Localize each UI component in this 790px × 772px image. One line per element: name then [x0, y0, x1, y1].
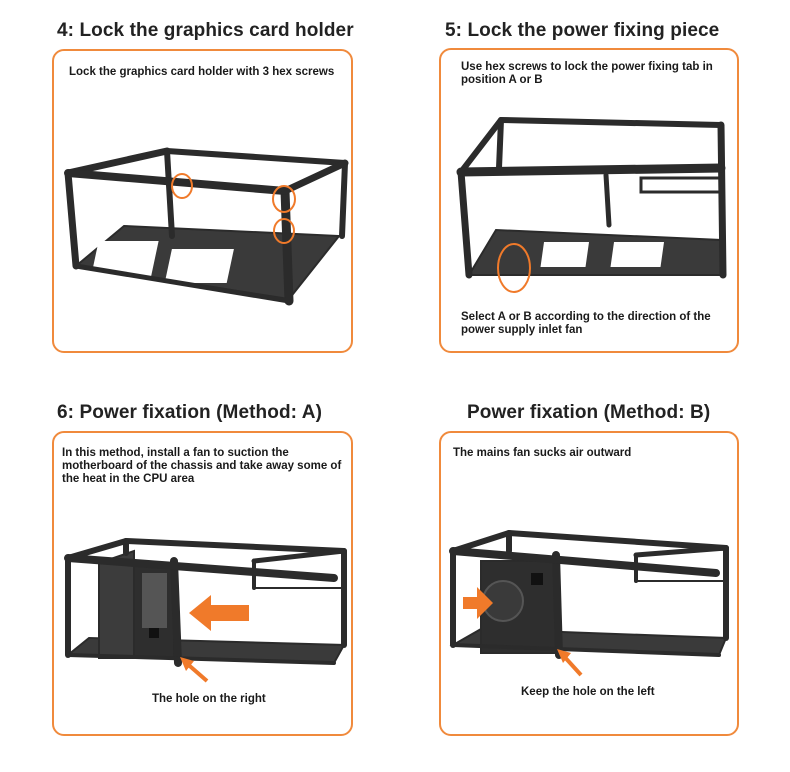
step-4-instruction: Lock the graphics card holder with 3 hex…	[69, 66, 335, 78]
airflow-arrow	[189, 595, 249, 631]
step-5-panel: Use hex screws to lock the power fixing …	[439, 48, 739, 353]
airflow-arrow	[463, 587, 493, 619]
step-5-instruction: Use hex screws to lock the power fixing …	[461, 61, 713, 86]
step-6-instruction: In this method, install a fan to suction…	[62, 447, 342, 485]
method-b-title: Power fixation (Method: B)	[467, 402, 711, 423]
step-6-panel: In this method, install a fan to suction…	[52, 431, 353, 736]
method-b-panel: The mains fan sucks air outward	[439, 431, 739, 736]
step-5-note: Select A or B according to the direction…	[461, 311, 711, 336]
chassis-frame-illustration	[64, 147, 349, 306]
step-6-note: The hole on the right	[152, 693, 266, 705]
chassis-frame-with-psu-illustration	[64, 538, 347, 683]
method-b-note: Keep the hole on the left	[521, 686, 655, 698]
step-4-title: 4: Lock the graphics card holder	[57, 20, 354, 41]
step-6-title: 6: Power fixation (Method: A)	[57, 402, 323, 423]
chassis-frame-illustration	[456, 117, 727, 293]
step-5-title: 5: Lock the power fixing piece	[445, 20, 720, 41]
method-b-instruction: The mains fan sucks air outward	[453, 447, 632, 459]
step-4-panel: Lock the graphics card holder with 3 hex…	[52, 49, 353, 353]
chassis-frame-with-psu-illustration	[449, 530, 729, 677]
